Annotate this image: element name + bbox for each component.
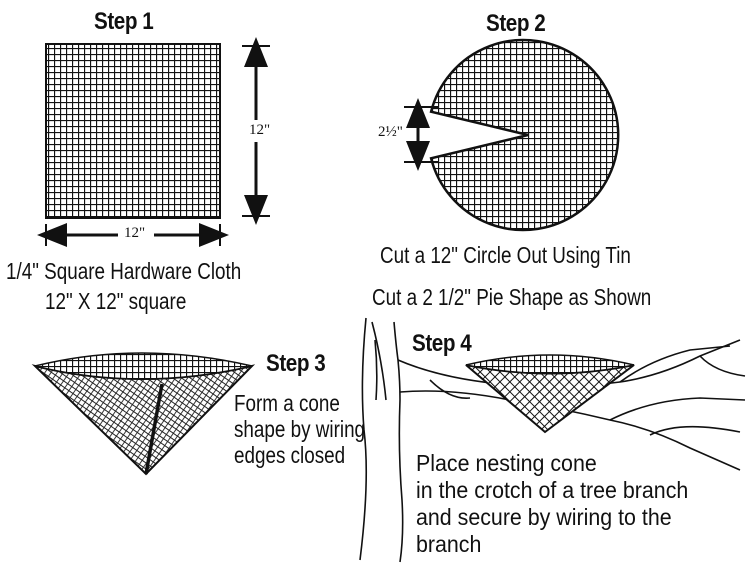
step3-caption-line2: shape by wiring bbox=[234, 416, 366, 442]
step1-dimension-vertical bbox=[242, 37, 270, 225]
step2-dimension-notch bbox=[404, 98, 438, 171]
step3-caption-line1: Form a cone bbox=[234, 390, 340, 416]
step4-tree-trunk bbox=[359, 317, 404, 563]
step1-caption-line1: 1/4" Square Hardware Cloth bbox=[6, 258, 242, 284]
step3-caption-line3: edges closed bbox=[234, 442, 346, 468]
step4-nest-cone bbox=[465, 354, 635, 434]
step4-heading: Step 4 bbox=[412, 330, 472, 357]
step2-heading: Step 2 bbox=[486, 10, 546, 37]
step4-caption: Place nesting cone in the crotch of a tr… bbox=[416, 450, 688, 558]
step3-cone bbox=[31, 352, 256, 476]
step1-caption-line2: 12" X 12" square bbox=[45, 288, 187, 314]
step3-caption: Form a cone shape by wiring edges closed bbox=[234, 390, 365, 468]
step4-caption-line1: Place nesting cone bbox=[416, 450, 597, 476]
step2-dimension-notch-label: 2½" bbox=[378, 124, 403, 140]
step3-heading: Step 3 bbox=[266, 350, 326, 377]
step4-caption-line2: in the crotch of a tree branch bbox=[416, 477, 689, 503]
step4-caption-line3: and secure by wiring to the bbox=[416, 504, 672, 530]
step2-caption-line1: Cut a 12" Circle Out Using Tin bbox=[380, 242, 631, 268]
step1-dimension-vertical-label: 12" bbox=[249, 122, 271, 138]
step1-square-mesh bbox=[45, 43, 221, 219]
step2-caption-line2: Cut a 2 1/2" Pie Shape as Shown bbox=[372, 284, 652, 310]
step4-caption-line4: branch bbox=[416, 531, 482, 557]
step1-heading: Step 1 bbox=[94, 8, 154, 35]
step2-circle-cutout bbox=[429, 38, 620, 232]
step1-dimension-horizontal-label: 12" bbox=[124, 225, 146, 241]
step1-dimension-horizontal bbox=[37, 223, 229, 247]
